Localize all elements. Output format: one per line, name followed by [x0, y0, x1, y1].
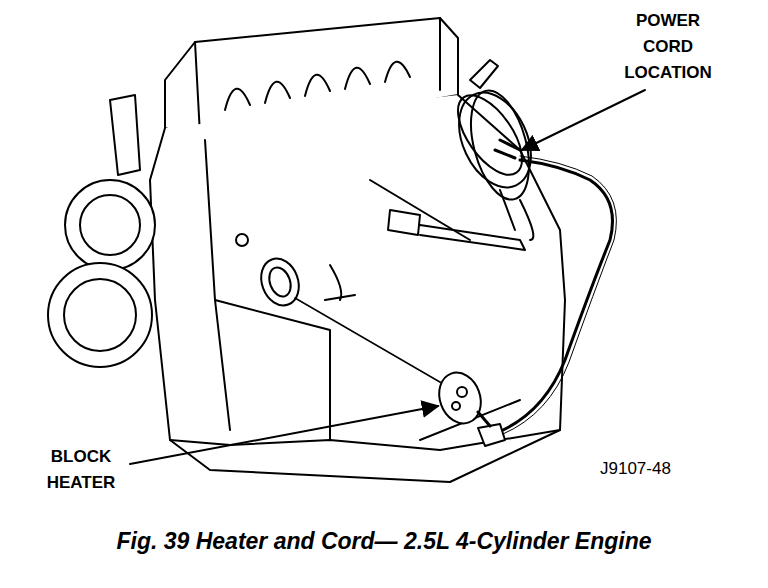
pulley — [65, 180, 155, 270]
engine-block — [150, 95, 565, 482]
pulley-hub — [80, 195, 140, 255]
install-line — [295, 298, 445, 385]
block-lines — [205, 140, 520, 440]
heater-terminal — [452, 402, 460, 410]
cord-drop — [500, 190, 533, 240]
mount-bracket — [388, 210, 525, 250]
bolt — [236, 234, 248, 246]
cord-coil — [445, 81, 545, 199]
block-heater — [432, 367, 487, 430]
figure-code: J9107-48 — [600, 458, 671, 480]
cord-coil — [460, 84, 539, 206]
valve-cover-ribs — [225, 62, 410, 110]
freeze-plug-hole-inner — [265, 264, 294, 299]
cord-plug — [478, 424, 505, 446]
power-cord — [478, 160, 613, 430]
power-cord-inner — [503, 156, 616, 434]
bracket-wire — [325, 265, 355, 300]
part-label: BLOCK HEATER — [36, 444, 126, 496]
leader-arrow — [130, 406, 438, 464]
freeze-plug-hole — [255, 253, 305, 310]
coolant-outlet — [110, 95, 140, 175]
cord-tie — [495, 140, 520, 158]
pulley-hub — [64, 279, 136, 351]
figure-caption: Fig. 39 Heater and Cord— 2.5L 4-Cylinder… — [0, 528, 768, 555]
cord-plug-end — [470, 60, 498, 88]
part-label: POWER CORD LOCATION — [612, 8, 724, 86]
leader-arrow — [522, 90, 645, 150]
heater-terminal — [457, 387, 467, 397]
cord-coil — [446, 85, 535, 186]
pulley — [48, 263, 152, 367]
